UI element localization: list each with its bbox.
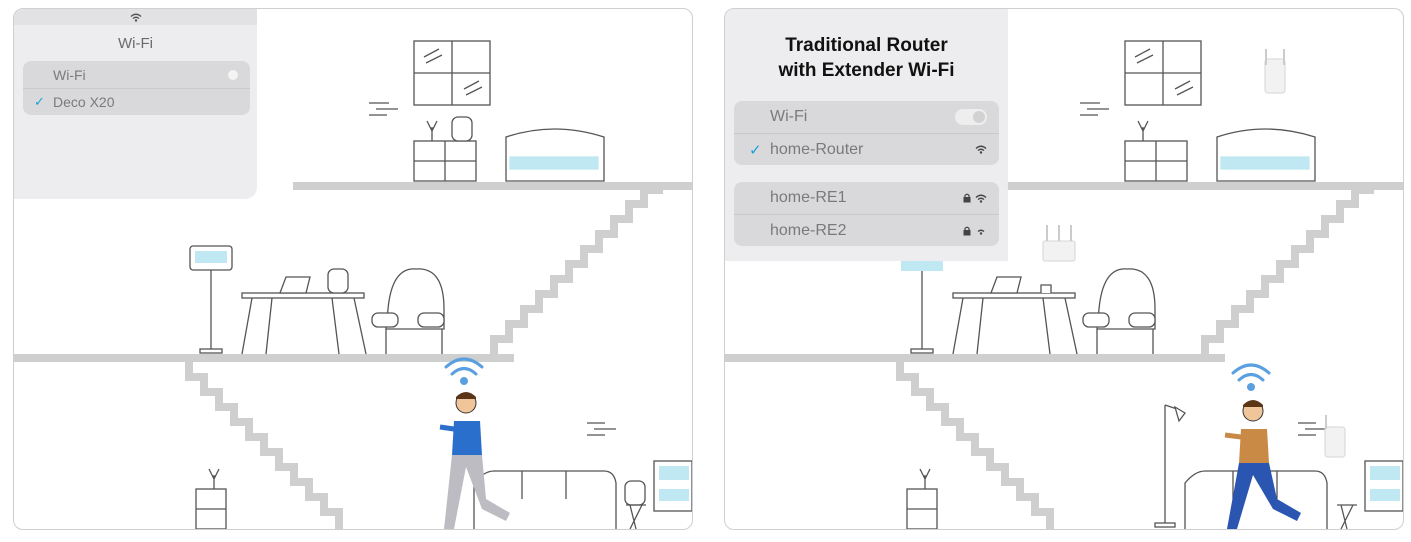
network-row-home-re1[interactable]: home-RE1 — [734, 182, 999, 214]
network-row-wifi[interactable]: Wi-Fi — [734, 101, 999, 133]
wifi-toggle[interactable] — [955, 109, 987, 125]
wifi-signal-icon — [444, 357, 484, 385]
network-row-wifi[interactable]: Wi-Fi — [23, 61, 250, 88]
extender-network-list: home-RE1 home-RE2 — [734, 182, 999, 246]
person-figure — [439, 392, 510, 529]
wifi-settings-card: Wi-Fi Wi-Fi ✓ Deco X20 — [14, 9, 257, 199]
primary-network-list: Wi-Fi ✓ home-Router — [734, 101, 999, 165]
wifi-icon — [975, 194, 987, 203]
network-name: home-RE2 — [770, 221, 847, 239]
network-list: Wi-Fi ✓ Deco X20 — [23, 61, 250, 115]
router-extender-home-illustration — [725, 40, 1403, 529]
network-name: Wi-Fi — [53, 66, 86, 83]
wifi-settings-card: Traditional Router with Extender Wi-Fi W… — [725, 9, 1008, 261]
wifi-icon — [975, 141, 987, 159]
title-line-1: Traditional Router — [785, 35, 948, 56]
network-name: home-RE1 — [770, 189, 847, 206]
wifi-weak-icon — [977, 229, 985, 235]
title-line-2: with Extender Wi-Fi — [778, 60, 955, 81]
status-bar — [14, 9, 257, 25]
wifi-status-icon — [130, 13, 141, 22]
wifi-signal-icon — [1231, 363, 1271, 391]
person-figure — [1224, 400, 1301, 529]
network-row-home-re2[interactable]: home-RE2 — [734, 214, 999, 246]
network-row-home-router[interactable]: ✓ home-Router — [734, 133, 999, 165]
network-name: Wi-Fi — [770, 108, 808, 125]
right-scene-panel: Traditional Router with Extender Wi-Fi W… — [724, 8, 1404, 530]
wifi-section-title: Wi-Fi — [118, 35, 153, 52]
checkmark-icon: ✓ — [749, 142, 762, 159]
lock-icon — [963, 193, 971, 203]
lock-icon — [963, 226, 971, 235]
mesh-home-illustration — [14, 40, 692, 529]
network-row-deco-x20[interactable]: ✓ Deco X20 — [23, 88, 250, 115]
toggle-dot-icon[interactable] — [228, 69, 238, 80]
left-scene-panel: Wi-Fi Wi-Fi ✓ Deco X20 — [13, 8, 693, 530]
network-name: Deco X20 — [53, 94, 115, 110]
comparison-title: Traditional Router with Extender Wi-Fi — [725, 33, 1008, 83]
network-name: home-Router — [770, 140, 864, 158]
checkmark-icon: ✓ — [34, 94, 45, 109]
